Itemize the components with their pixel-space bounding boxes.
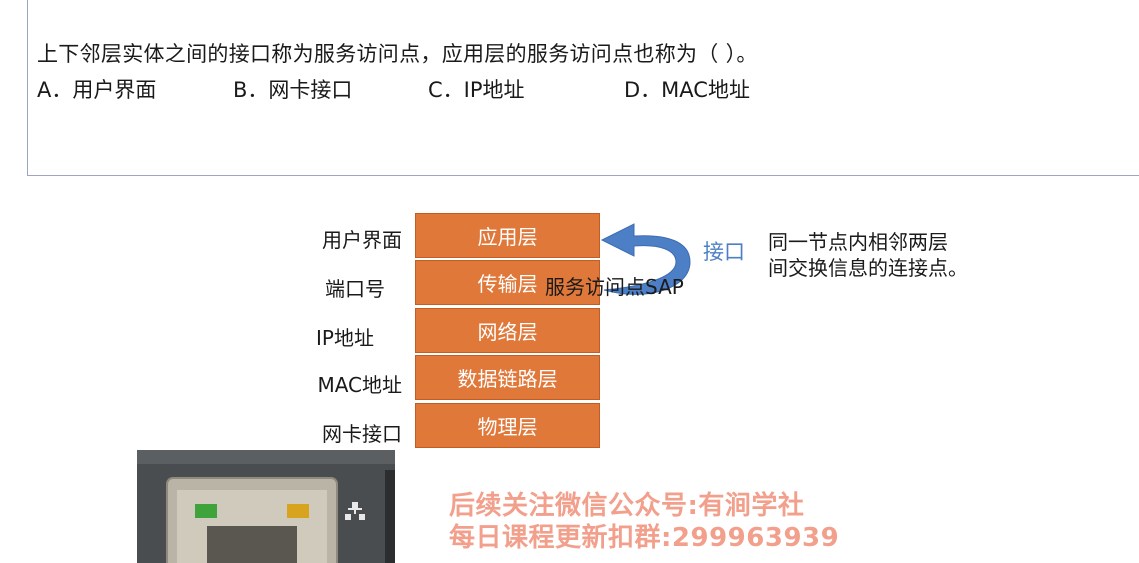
sap-label: 服务访问点SAP — [545, 275, 684, 299]
row-label-ip: IP地址 — [316, 326, 374, 350]
layer-transport: 传输层 — [415, 260, 600, 305]
watermark: 后续关注微信公众号:有涧学社 每日课程更新扣群:299963939 — [449, 490, 839, 554]
row-label-mac: MAC地址 — [317, 373, 402, 397]
option-a[interactable]: A．用户界面 — [37, 78, 157, 102]
option-c[interactable]: C．IP地址 — [428, 78, 525, 102]
interface-description: 同一节点内相邻两层 间交换信息的连接点。 — [768, 229, 968, 281]
curved-arrow-icon — [600, 223, 691, 295]
watermark-line-2: 每日课程更新扣群:299963939 — [449, 523, 840, 553]
watermark-line-1: 后续关注微信公众号:有涧学社 — [449, 491, 805, 521]
description-line-1: 同一节点内相邻两层 — [768, 230, 948, 254]
layer-application: 应用层 — [415, 213, 600, 258]
option-b[interactable]: B．网卡接口 — [233, 78, 353, 102]
description-line-2: 间交换信息的连接点。 — [768, 256, 968, 280]
question-box: 上下邻层实体之间的接口称为服务访问点，应用层的服务访问点也称为（ ）。 A．用户… — [27, 0, 1139, 176]
row-label-port: 端口号 — [325, 277, 385, 301]
option-d[interactable]: D．MAC地址 — [624, 78, 750, 102]
question-text: 上下邻层实体之间的接口称为服务访问点，应用层的服务访问点也称为（ ）。 — [37, 42, 758, 66]
layer-network: 网络层 — [415, 308, 600, 353]
ethernet-port-photo — [137, 450, 395, 563]
row-label-nic: 网卡接口 — [322, 422, 402, 446]
layer-physical: 物理层 — [415, 403, 600, 448]
layer-data-link: 数据链路层 — [415, 355, 600, 400]
row-label-user-interface: 用户界面 — [322, 228, 402, 252]
interface-label: 接口 — [703, 240, 745, 264]
ethernet-port-icon — [137, 450, 395, 563]
